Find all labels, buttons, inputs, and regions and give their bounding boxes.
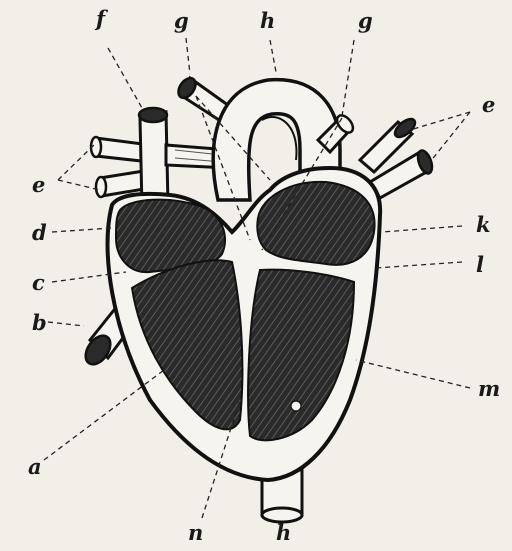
label-c: c — [32, 270, 45, 295]
label-h-bottom: h — [276, 520, 291, 545]
label-f: f — [94, 6, 109, 31]
label-g-left: g — [174, 8, 189, 33]
label-e-left: e — [32, 172, 45, 197]
label-g-right: g — [358, 8, 373, 33]
left-atrium — [257, 182, 374, 265]
label-d: d — [32, 220, 47, 245]
label-l: l — [476, 252, 484, 277]
label-m: m — [478, 376, 500, 401]
label-n: n — [188, 520, 203, 545]
label-b: b — [32, 310, 47, 335]
label-k: k — [476, 212, 491, 237]
label-a: a — [28, 454, 42, 479]
label-h-top: h — [260, 8, 275, 33]
label-e-right: e — [482, 92, 495, 117]
right-ventricle — [132, 260, 242, 429]
